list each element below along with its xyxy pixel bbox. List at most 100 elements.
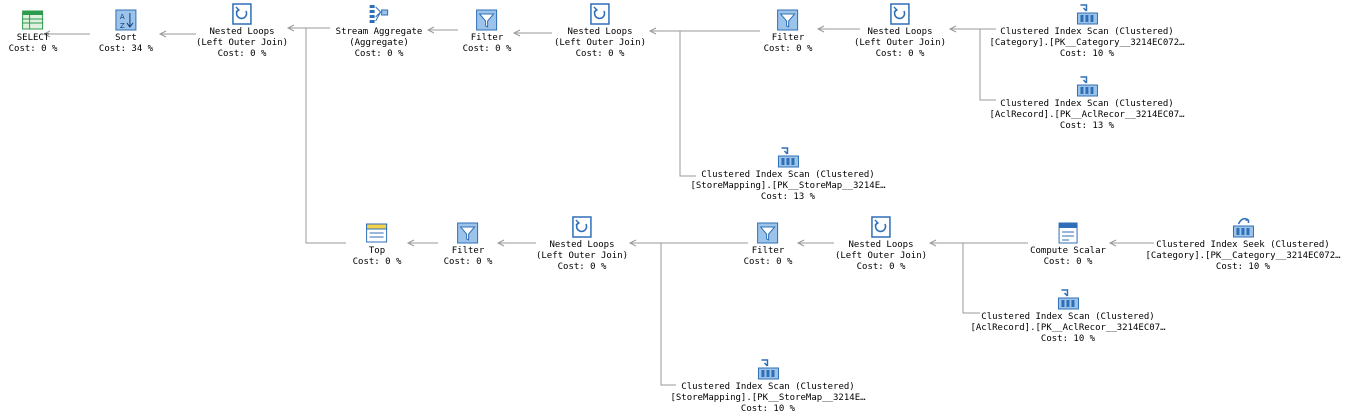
node-cost: Cost: 0 % xyxy=(354,49,404,59)
node-cost: Cost: 0 % xyxy=(575,49,625,59)
node-subtitle: [AclRecord].[PK__AclRecor__3214EC07… xyxy=(989,110,1185,120)
nested-loops-node[interactable]: Nested Loops (Left Outer Join) Cost: 0 % xyxy=(536,216,628,273)
plan-edge xyxy=(679,31,696,177)
edge-arrow xyxy=(1108,239,1117,247)
node-title: Nested Loops xyxy=(567,27,633,37)
node-cost: Cost: 13 % xyxy=(1059,121,1115,131)
compute-scalar-node[interactable]: Compute Scalar Cost: 0 % xyxy=(1030,222,1106,268)
node-title: Clustered Index Scan (Clustered) xyxy=(1000,99,1174,109)
node-subtitle: [StoreMapping].[PK__StoreMap__3214E… xyxy=(690,181,886,191)
node-title: Clustered Index Seek (Clustered) xyxy=(1156,240,1330,250)
top-node[interactable]: Top Cost: 0 % xyxy=(352,222,402,268)
filter-icon xyxy=(757,222,779,244)
node-subtitle: (Left Outer Join) xyxy=(853,38,947,48)
edge-arrow xyxy=(496,239,505,247)
nested-loops-node[interactable]: Nested Loops (Left Outer Join) Cost: 0 % xyxy=(554,3,646,60)
node-title: Filter xyxy=(751,246,785,256)
edge-arrow xyxy=(42,30,51,38)
node-title: Filter xyxy=(470,33,504,43)
filter-node[interactable]: Filter Cost: 0 % xyxy=(744,222,792,268)
select-icon xyxy=(22,9,44,31)
node-cost: Cost: 0 % xyxy=(856,262,906,272)
edge-arrow xyxy=(426,26,435,34)
edge-arrow xyxy=(406,239,415,247)
edge-arrow xyxy=(796,239,805,247)
stream-aggregate-node[interactable]: Stream Aggregate (Aggregate) Cost: 0 % xyxy=(335,3,423,60)
node-cost: Cost: 10 % xyxy=(1215,262,1271,272)
edge-arrow xyxy=(628,239,637,247)
nested-loops-node[interactable]: Nested Loops (Left Outer Join) Cost: 0 % xyxy=(854,3,946,60)
node-title: Top xyxy=(368,246,386,256)
node-subtitle: (Aggregate) xyxy=(349,38,409,48)
filter-node[interactable]: Filter Cost: 0 % xyxy=(444,222,492,268)
clustered-index-scan-node[interactable]: Clustered Index Scan (Clustered) [StoreM… xyxy=(690,146,886,203)
edge-arrow xyxy=(816,25,825,33)
clustered-index-scan-node[interactable]: Clustered Index Scan (Clustered) [StoreM… xyxy=(670,358,866,415)
plan-edge xyxy=(962,243,980,314)
node-subtitle: (Left Outer Join) xyxy=(195,38,289,48)
filter-icon xyxy=(457,222,479,244)
node-title: Compute Scalar xyxy=(1030,246,1106,256)
plan-edge xyxy=(305,28,346,244)
node-cost: Cost: 0 % xyxy=(1043,257,1093,267)
filter-icon xyxy=(777,9,799,31)
nested-loops-icon xyxy=(589,3,611,25)
edge-arrow xyxy=(512,29,521,37)
node-title: Clustered Index Scan (Clustered) xyxy=(981,312,1155,322)
node-subtitle: (Left Outer Join) xyxy=(535,251,629,261)
node-subtitle: [AclRecord].[PK__AclRecor__3214EC07… xyxy=(970,323,1166,333)
node-title: Nested Loops xyxy=(848,240,914,250)
node-title: Sort xyxy=(115,33,137,43)
node-cost: Cost: 0 % xyxy=(875,49,925,59)
svg-text:A: A xyxy=(120,13,125,21)
clustered-index-scan-icon xyxy=(1076,3,1098,25)
clustered-index-scan-node[interactable]: Clustered Index Scan (Clustered) [AclRec… xyxy=(989,75,1185,132)
nested-loops-icon xyxy=(231,3,253,25)
filter-node[interactable]: Filter Cost: 0 % xyxy=(764,9,812,55)
clustered-index-scan-icon xyxy=(1057,288,1079,310)
node-cost: Cost: 0 % xyxy=(8,44,58,54)
stream-aggregate-icon xyxy=(368,3,390,25)
node-title: Filter xyxy=(451,246,485,256)
svg-text:Z: Z xyxy=(120,22,125,30)
node-subtitle: [StoreMapping].[PK__StoreMap__3214E… xyxy=(670,393,866,403)
edge-arrow xyxy=(648,27,657,35)
edge-arrow xyxy=(286,24,295,32)
node-subtitle: [Category].[PK__Category__3214EC072… xyxy=(1145,251,1341,261)
clustered-index-scan-node[interactable]: Clustered Index Scan (Clustered) [Catego… xyxy=(989,3,1185,60)
node-title: Stream Aggregate xyxy=(335,27,423,37)
node-subtitle: [Category].[PK__Category__3214EC072… xyxy=(989,38,1185,48)
plan-edge xyxy=(660,243,676,386)
clustered-index-scan-icon xyxy=(777,146,799,168)
clustered-index-scan-icon xyxy=(757,358,779,380)
clustered-index-scan-node[interactable]: Clustered Index Scan (Clustered) [AclRec… xyxy=(970,288,1166,345)
node-cost: Cost: 0 % xyxy=(352,257,402,267)
node-subtitle: (Left Outer Join) xyxy=(553,38,647,48)
clustered-index-seek-icon xyxy=(1232,216,1254,238)
node-cost: Cost: 10 % xyxy=(1059,49,1115,59)
node-title: Clustered Index Scan (Clustered) xyxy=(701,170,875,180)
nested-loops-icon xyxy=(889,3,911,25)
node-title: Nested Loops xyxy=(209,27,275,37)
select-node[interactable]: SELECT Cost: 0 % xyxy=(8,9,58,55)
node-cost: Cost: 34 % xyxy=(98,44,154,54)
node-title: Clustered Index Scan (Clustered) xyxy=(681,382,855,392)
nested-loops-node[interactable]: Nested Loops (Left Outer Join) Cost: 0 % xyxy=(835,216,927,273)
node-cost: Cost: 10 % xyxy=(1040,334,1096,344)
edge-arrow xyxy=(158,30,167,38)
node-title: Nested Loops xyxy=(867,27,933,37)
nested-loops-node[interactable]: Nested Loops (Left Outer Join) Cost: 0 % xyxy=(196,3,288,60)
node-cost: Cost: 10 % xyxy=(740,404,796,414)
node-cost: Cost: 0 % xyxy=(217,49,267,59)
clustered-index-seek-node[interactable]: Clustered Index Seek (Clustered) [Catego… xyxy=(1145,216,1341,273)
node-title: Filter xyxy=(771,33,805,43)
node-title: Nested Loops xyxy=(549,240,615,250)
filter-node[interactable]: Filter Cost: 0 % xyxy=(463,9,511,55)
nested-loops-icon xyxy=(571,216,593,238)
node-cost: Cost: 0 % xyxy=(557,262,607,272)
edge-arrow xyxy=(948,25,957,33)
plan-edge xyxy=(979,29,996,101)
